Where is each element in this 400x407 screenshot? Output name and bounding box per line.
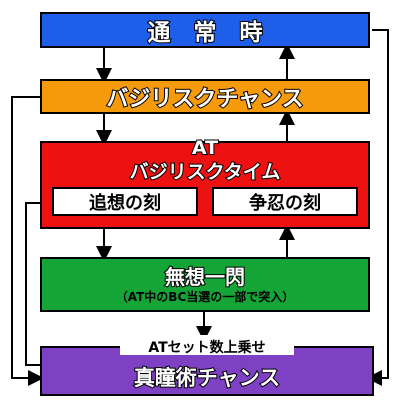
- basilisk-time-label: バジリスクタイム: [129, 160, 282, 184]
- muso-issen-box: 無想一閃 （AT中のBC当選の一部で突入）: [40, 257, 370, 312]
- soshin-box: 争忍の刻: [212, 187, 358, 216]
- shindojutsu-chance-box: ATセット数上乗せ 真瞳術チャンス: [40, 335, 374, 396]
- arrow-shindo-to-at: [25, 195, 57, 366]
- muso-issen-label: 無想一閃: [164, 264, 246, 290]
- set-addition-caption-bg: [120, 335, 294, 355]
- at-basilisk-time-box: AT バジリスクタイム 追想の刻 争忍の刻: [40, 136, 370, 229]
- tsuiso-label: 追想の刻: [89, 192, 161, 214]
- at-label: AT: [191, 136, 219, 160]
- muso-issen-note: （AT中のBC当選の一部で突入）: [115, 289, 295, 304]
- set-addition-caption: ATセット数上乗せ: [148, 340, 266, 356]
- shindojutsu-chance-label: 真瞳術チャンス: [133, 365, 281, 391]
- basilisk-chance-label: バジリスクチャンス: [105, 86, 304, 113]
- normal-state-label: 通 常 時: [147, 19, 264, 47]
- basilisk-chance-box: バジリスクチャンス: [40, 79, 370, 114]
- tsuiso-box: 追想の刻: [52, 187, 198, 216]
- soshin-label: 争忍の刻: [249, 192, 321, 214]
- normal-state-box: 通 常 時: [40, 12, 370, 48]
- arrow-chance-to-shindo: [11, 96, 44, 386]
- arrow-normal-to-shindo: [366, 29, 389, 386]
